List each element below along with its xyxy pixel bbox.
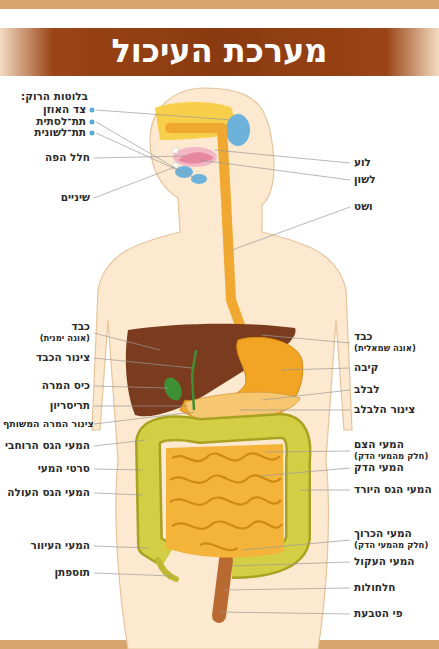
part-label: פי הטבעת [354, 608, 403, 620]
part-label: צד האוזן [43, 104, 86, 116]
title-text: מערכת העיכול [0, 27, 439, 75]
part-label: קיבה [354, 362, 378, 374]
part-label: ושט [354, 201, 373, 213]
part-label: צינור הכבד [36, 352, 90, 364]
part-label: סרטי המעי [38, 463, 90, 475]
part-label: תת־לשונית [34, 127, 86, 139]
part-label: המעי העקול [354, 556, 414, 568]
part-label: (חלק מהמעי הדק) [354, 541, 428, 550]
part-label: צינור הלבלב [354, 404, 415, 416]
part-label: כיס המרה [42, 380, 90, 392]
part-label: צינור המרה המשותף [3, 419, 94, 429]
part-label: חלל הפה [45, 152, 90, 164]
part-label: לשון [354, 174, 376, 186]
part-label: (חלק מהמעי הדק) [354, 452, 428, 461]
part-label: בלוטות הרוק: [21, 91, 88, 103]
part-label: שיניים [61, 192, 90, 204]
part-label: (אונה ימנית) [40, 334, 90, 343]
part-label: לוע [354, 157, 371, 169]
part-label: המעי הגס העולה [7, 487, 90, 499]
part-label: תריסריון [50, 400, 90, 412]
part-label: כבד [71, 321, 90, 333]
part-label: חלחולות [354, 582, 396, 594]
part-label: כבד [354, 331, 373, 343]
part-label: המעי הכרוך [354, 528, 412, 540]
part-label: תת־לסתית [36, 116, 86, 128]
part-label: (אונה שמאלית) [354, 344, 416, 353]
part-label: המעי הגס הרוחבי [5, 440, 90, 452]
part-label: המעי הצם [354, 439, 404, 451]
part-label: תוספתן [54, 567, 90, 579]
part-label: המעי הגס היורד [354, 484, 432, 496]
part-label: המעי הדק [354, 462, 404, 474]
part-label: לבלב [354, 384, 380, 396]
part-label: המעי העיוור [31, 540, 90, 552]
